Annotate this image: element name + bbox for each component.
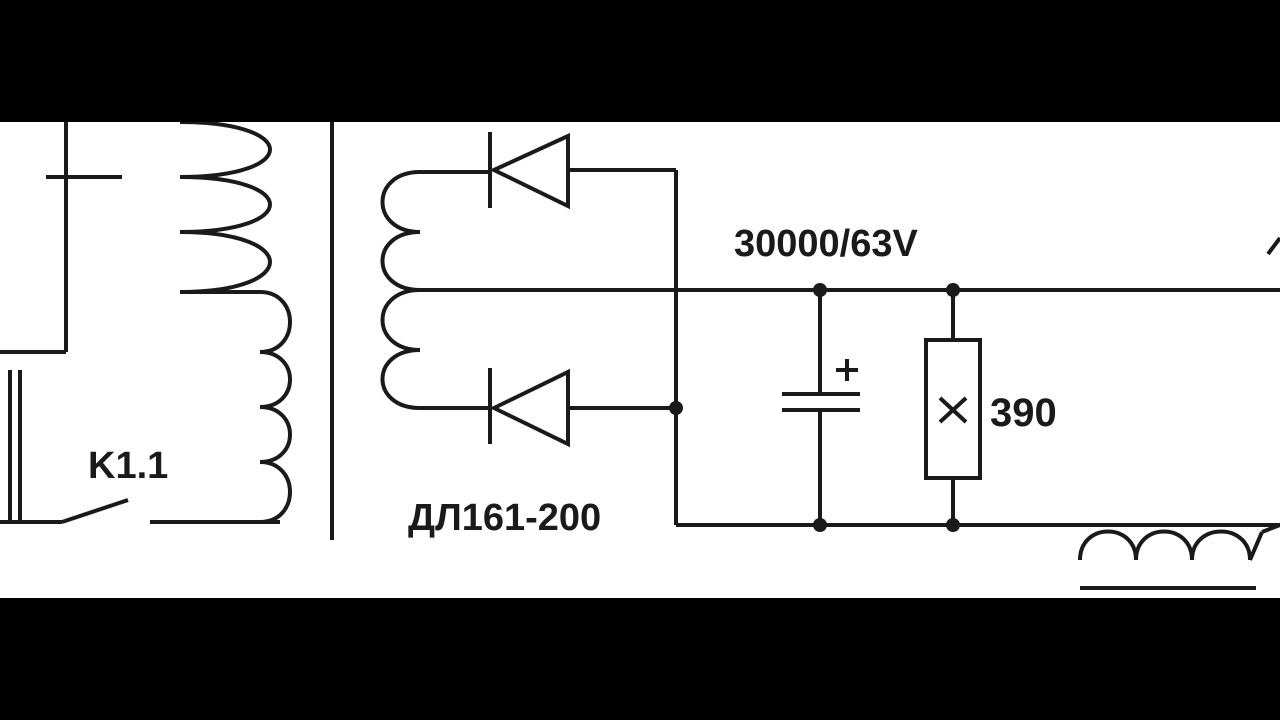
resistor-label: 390: [990, 391, 1057, 435]
diode-label: ДЛ161-200: [408, 497, 601, 539]
diode-lower: [488, 368, 676, 448]
relay-contact-label: K1.1: [88, 445, 168, 487]
output-inductor: [1078, 236, 1280, 590]
diode-upper: [488, 132, 676, 210]
capacitor: [782, 283, 860, 532]
transformer: [179, 122, 1280, 540]
primary-winding: [179, 122, 292, 524]
secondary-winding: [380, 170, 421, 410]
primary-circuit: [0, 122, 280, 524]
resistor: [924, 283, 982, 532]
schematic-area: K1.1 ДЛ161-200 30000/63V 390: [0, 122, 1280, 598]
circuit-schematic: K1.1 ДЛ161-200 30000/63V 390: [0, 122, 1280, 590]
junction-dot: [669, 401, 683, 415]
capacitor-label: 30000/63V: [734, 223, 918, 265]
